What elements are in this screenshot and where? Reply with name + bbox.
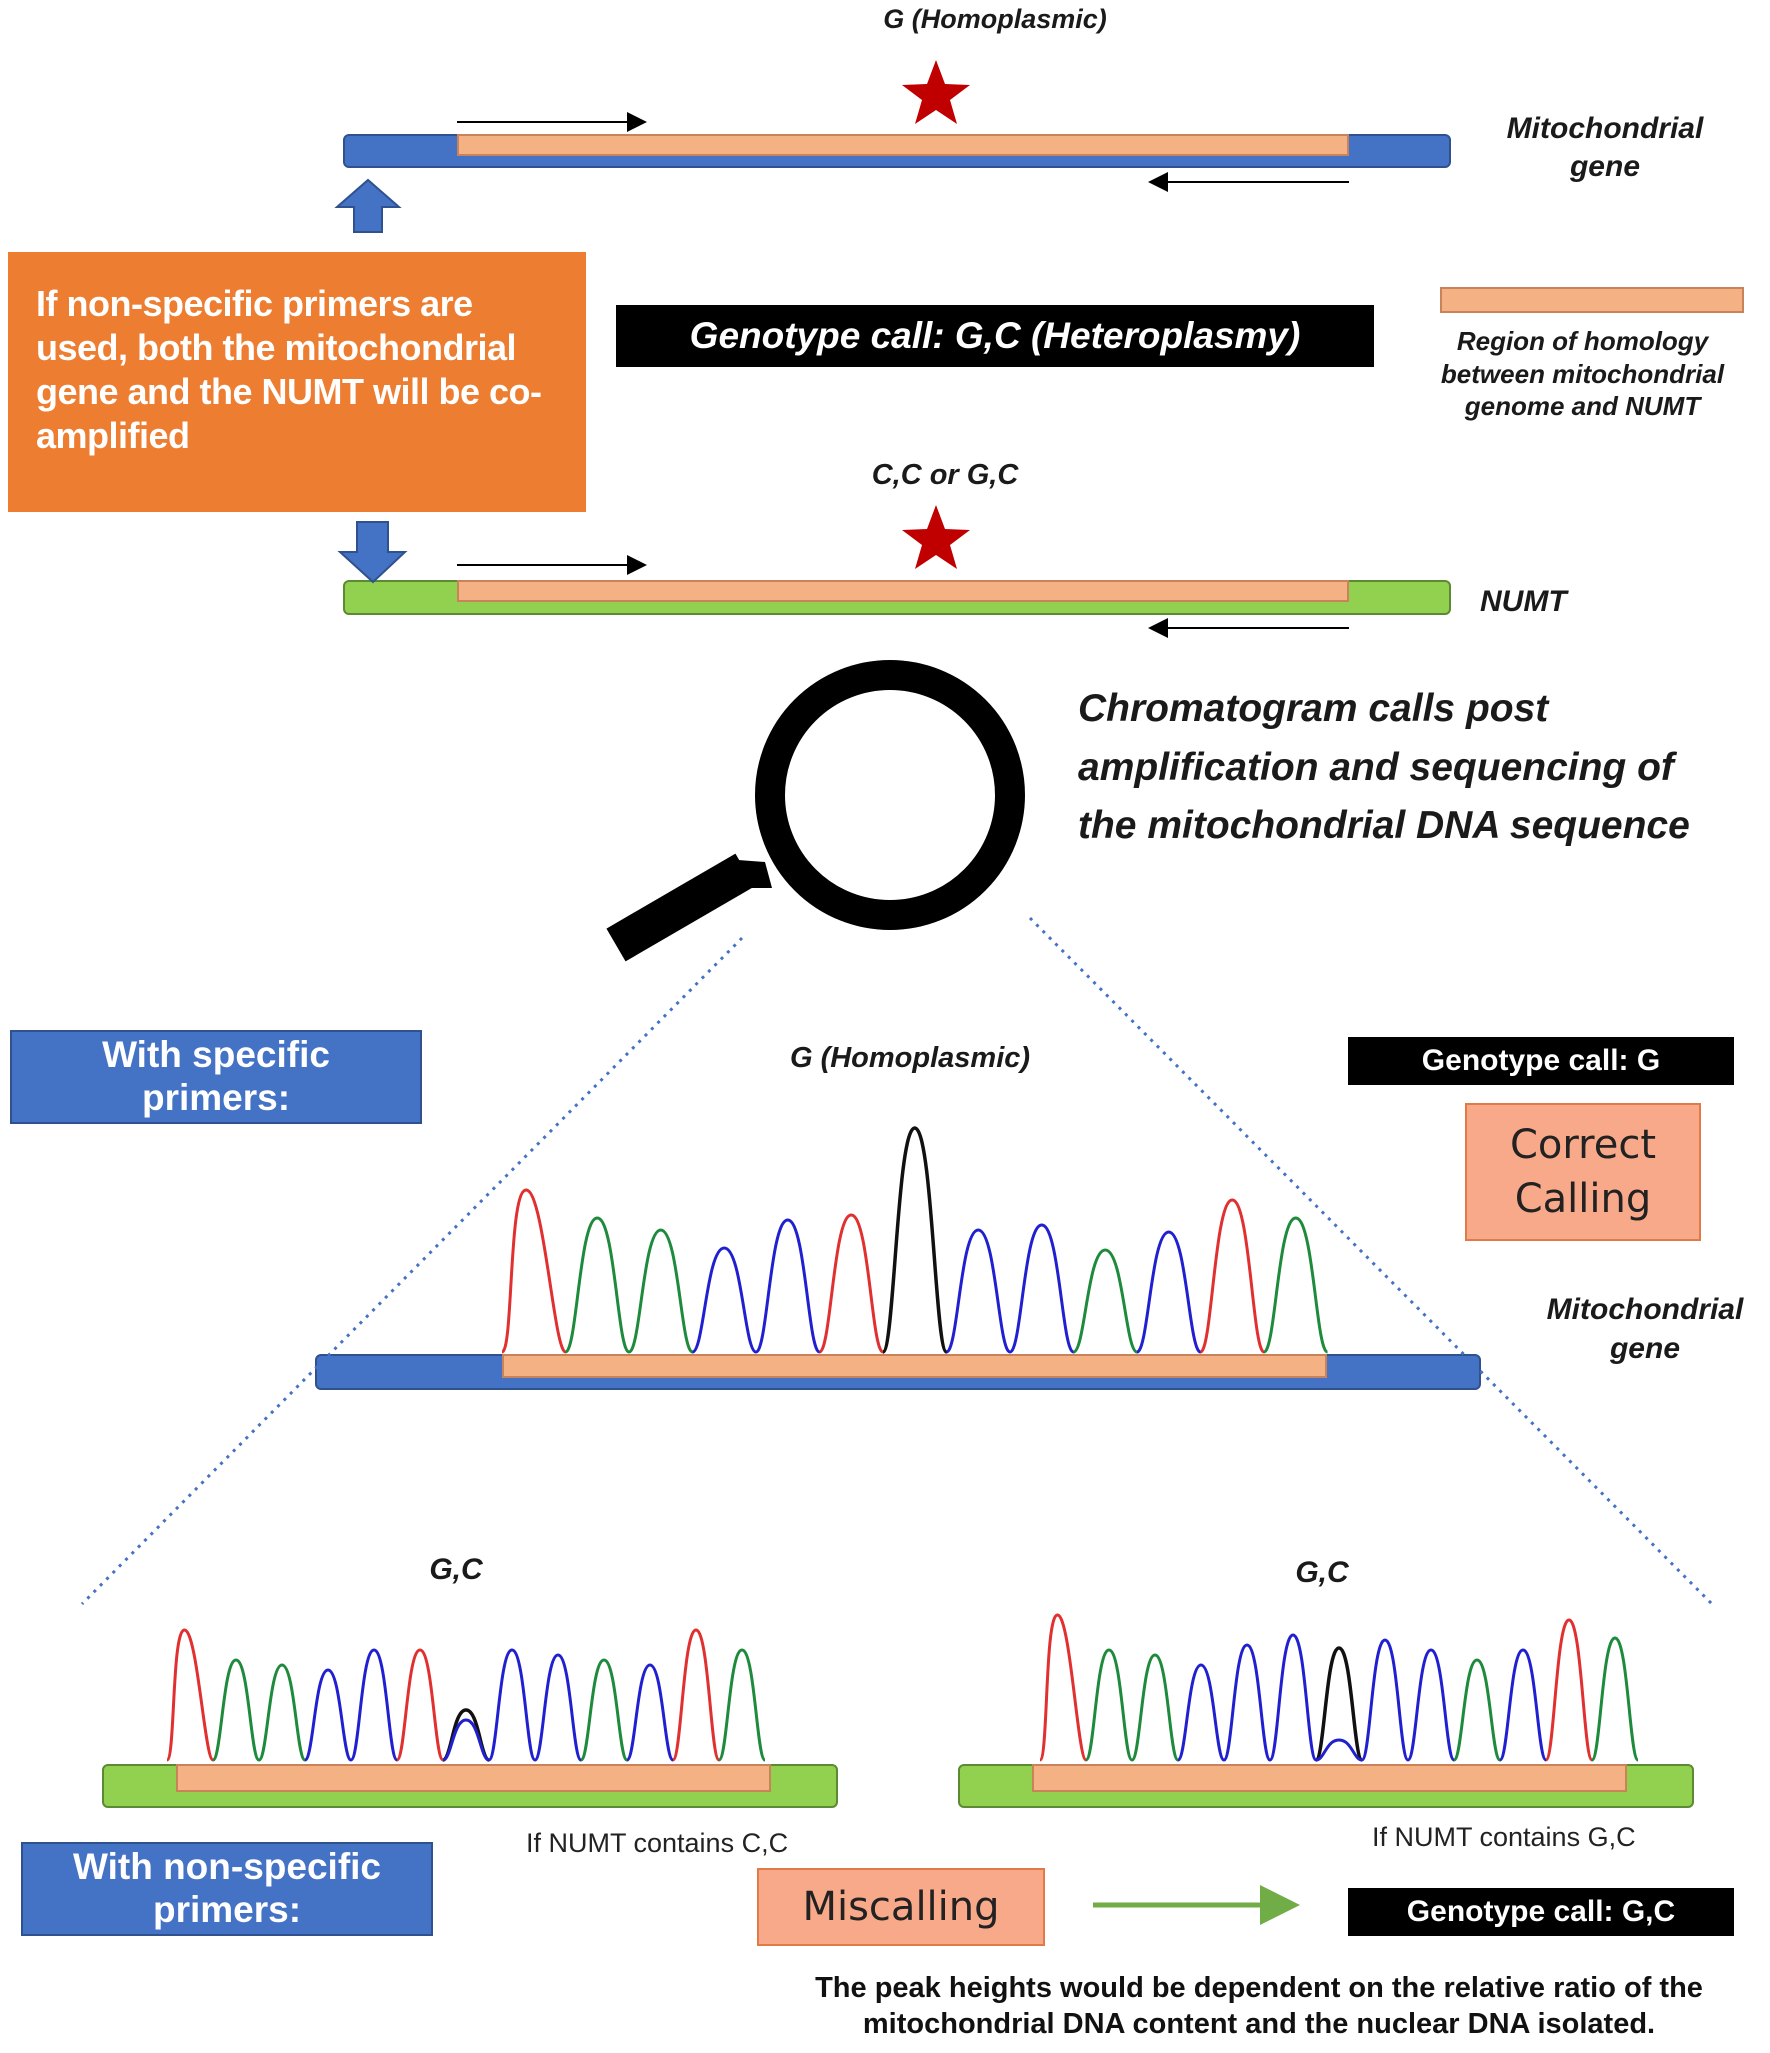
peak-green [1072,1248,1138,1354]
mito-gene-label: Mitochondrial gene [1506,112,1704,183]
peak-green [1262,1216,1329,1354]
numt-homology-region [457,580,1349,602]
peak-red [1038,1613,1088,1762]
peak-red [395,1648,445,1762]
peak-blue [303,1668,353,1762]
specific-gene-label: Mitochondrial gene [1546,1293,1744,1365]
specific-allele-label: G (Homoplasmic) [789,1042,1031,1074]
left-allele-label: G,C [429,1553,483,1586]
peak-blue [1498,1648,1548,1762]
correct-calling-badge: Correct Calling [1465,1103,1701,1241]
left-numt-caption: If NUMT contains C,C [526,1828,789,1858]
right-homology-region [1032,1764,1627,1792]
peak-blue [754,1218,821,1354]
peak-green [1452,1658,1502,1762]
co-amplification-text: If non-specific primers are used, both t… [36,283,542,456]
left-homology-region [176,1764,771,1792]
heteroplasmy-genotype-call: Genotype call: G,C (Heteroplasmy) [616,305,1374,367]
peak-black [881,1126,949,1354]
peak-blue [691,1246,758,1354]
right-numt-caption: If NUMT contains G,C [1372,1822,1636,1852]
peak-red [1544,1618,1594,1762]
numt-variant-star-icon [902,505,970,569]
peak-blue [349,1648,399,1762]
peak-red [671,1628,721,1762]
peak-height-footnote: The peak heights would be dependent on t… [815,1972,1703,2041]
peak-blue [1315,1738,1363,1762]
peak-blue [442,1718,490,1762]
right-allele-label: G,C [1295,1556,1349,1589]
magnifier-caption: Chromatogram calls post amplification an… [1078,687,1690,847]
peak-green [564,1216,631,1354]
peak-blue [533,1653,583,1762]
numt-label: NUMT [1480,585,1567,618]
down-arrow-icon [337,521,408,584]
zoom-line-right [1028,916,1714,1606]
peak-red [1199,1198,1266,1354]
left-chromatogram [165,1628,767,1762]
peak-blue [1406,1648,1456,1762]
peak-green [627,1228,694,1354]
nonspecific-primers-heading: With non-specific primers: [21,1842,433,1936]
peak-blue [1176,1663,1226,1762]
peak-green [1590,1636,1640,1762]
legend-homology-label: Region of homology between mitochondrial… [1440,326,1725,421]
mito-allele-label: G (Homoplasmic) [883,4,1107,34]
mito-homology-region [457,134,1349,156]
numt-allele-label: C,C or G,C [871,459,1019,491]
peak-blue [487,1648,537,1762]
peak-red [165,1628,215,1762]
specific-primers-heading: With specific primers: [10,1030,422,1124]
peak-red [500,1188,567,1354]
specific-genotype-call: Genotype call: G [1348,1037,1734,1085]
peak-green [717,1648,767,1762]
peak-blue [1360,1638,1410,1762]
peak-blue [1135,1230,1202,1354]
peak-green [1084,1648,1134,1762]
legend-homology-swatch [1440,287,1744,313]
co-amplification-note: If non-specific primers are used, both t… [8,252,586,512]
nonspecific-genotype-call: Genotype call: G,C [1348,1888,1734,1936]
mito-variant-star-icon [902,60,970,124]
peak-blue [945,1228,1012,1354]
peak-blue [1268,1633,1318,1762]
zoom-line-left [80,936,744,1606]
miscalling-badge: Miscalling [757,1868,1045,1946]
right-chromatogram [1038,1613,1640,1762]
peak-blue [1222,1643,1272,1762]
up-arrow-icon [334,178,402,233]
peak-red [818,1213,885,1354]
specific-chromatogram [500,1126,1329,1354]
peak-green [1130,1653,1180,1762]
peak-blue [1008,1223,1075,1354]
magnifying-glass-icon [606,660,1025,962]
specific-homology-region [502,1354,1327,1378]
peak-blue [625,1663,675,1762]
peak-green [257,1663,307,1762]
peak-green [211,1658,261,1762]
peak-green [579,1658,629,1762]
peak-black [1314,1646,1364,1762]
